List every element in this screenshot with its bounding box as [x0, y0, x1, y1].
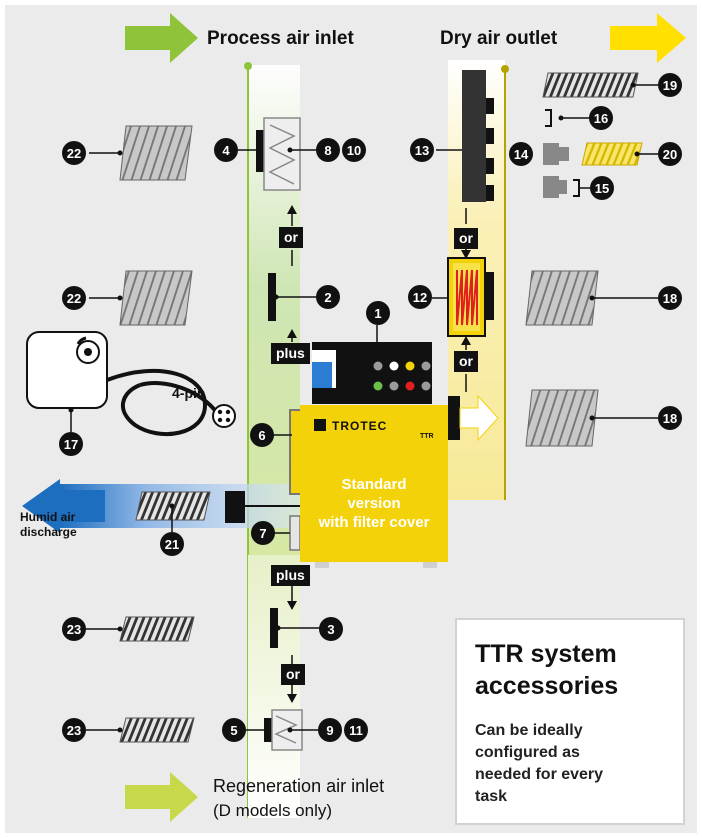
plus-label-1: plus	[271, 343, 310, 364]
badge-16: 16	[589, 106, 613, 130]
device-desc-line-2: version	[347, 495, 401, 512]
badge-23b: 23	[62, 718, 86, 742]
device-brand: TROTEC	[332, 419, 388, 433]
badge-15: 15	[590, 176, 614, 200]
hose-18a-icon	[525, 270, 599, 326]
badge-4: 4	[214, 138, 238, 162]
dry-air-dot	[501, 65, 509, 73]
or-label-4: or	[281, 664, 305, 685]
device-description: Standard version with filter cover	[300, 475, 448, 532]
adapter-14-icon	[543, 143, 569, 165]
badge-12: 12	[408, 285, 432, 309]
badge-20: 20	[658, 142, 682, 166]
badge-18a: 18	[658, 286, 682, 310]
badge-9: 9	[318, 718, 342, 742]
discharge-connector-icon	[225, 491, 245, 523]
adapter-15-icon	[543, 176, 567, 198]
badge-14: 14	[509, 142, 533, 166]
regen-air-inlet-title: Regeneration air inlet	[213, 776, 385, 796]
badge-1: 1	[366, 301, 390, 325]
badge-23a: 23	[62, 617, 86, 641]
badge-22b: 22	[62, 286, 86, 310]
four-pin-label: 4-pin	[172, 385, 206, 401]
callout-body-line-3: needed for every	[475, 766, 604, 783]
filter-7-icon	[289, 515, 301, 551]
badge-22a: 22	[62, 141, 86, 165]
callout-title: TTR system accessories	[475, 638, 675, 702]
clamp-16-icon	[545, 109, 552, 127]
badge-11: 11	[344, 718, 368, 742]
regen-arrow-icon	[125, 772, 198, 822]
process-air-dot	[244, 62, 252, 70]
cover-3-icon	[270, 608, 278, 648]
inlet-arrow-icon	[125, 13, 198, 63]
remote-controller-icon	[26, 331, 220, 437]
hose-23b-icon	[119, 717, 195, 743]
regen-note: (D models only)	[213, 801, 333, 820]
outlet-grill-icon	[462, 70, 486, 202]
badge-21: 21	[160, 532, 184, 556]
callout-body-line-1: Can be ideally	[475, 722, 583, 739]
humid-arrow-icon	[22, 479, 105, 533]
standard-device: TROTEC TTR Standard version with filter …	[300, 405, 448, 562]
badge-10: 10	[342, 138, 366, 162]
cover-2-icon	[268, 273, 276, 321]
device-outlet-arrow-icon	[459, 394, 499, 442]
device-desc-line-3: with filter cover	[318, 514, 430, 531]
badge-13: 13	[410, 138, 434, 162]
humid-discharge-label: Humid air discharge	[20, 510, 77, 540]
hose-22a-icon	[119, 125, 193, 181]
hose-20-icon	[581, 142, 643, 166]
badge-2: 2	[316, 285, 340, 309]
device-model: TTR	[420, 433, 434, 440]
callout-title-line-2: accessories	[475, 672, 619, 700]
badge-17: 17	[59, 432, 83, 456]
callout-body-line-2: configured as	[475, 744, 580, 761]
badge-19: 19	[658, 73, 682, 97]
clamp-15-icon	[573, 179, 580, 197]
or-label-1: or	[279, 227, 303, 248]
hose-23a-icon	[119, 616, 195, 642]
outlet-arrow-icon	[610, 13, 686, 63]
process-air-inlet-title: Process air inlet	[207, 28, 354, 49]
callout-title-line-1: TTR system	[475, 640, 617, 668]
humid-line-2: discharge	[20, 525, 77, 539]
plus-label-2: plus	[271, 565, 310, 586]
humid-line-1: Humid air	[20, 510, 76, 524]
callout-body: Can be ideally configured as needed for …	[475, 720, 670, 808]
or-label-3: or	[454, 351, 478, 372]
filter-cover-icon	[256, 130, 264, 172]
badge-3: 3	[319, 617, 343, 641]
dry-air-outlet-title: Dry air outlet	[440, 28, 558, 49]
controller-module-icon	[312, 342, 432, 404]
hose-22b-icon	[119, 270, 193, 326]
badge-7: 7	[251, 521, 275, 545]
badge-6: 6	[250, 423, 274, 447]
hose-19-icon	[542, 72, 639, 98]
badge-18b: 18	[658, 406, 682, 430]
hose-18b-icon	[525, 389, 599, 447]
badge-5: 5	[222, 718, 246, 742]
badge-8: 8	[316, 138, 340, 162]
callout-body-line-4: task	[475, 788, 508, 805]
accessories-callout: TTR system accessories Can be ideally co…	[455, 618, 685, 825]
device-desc-line-1: Standard	[341, 476, 407, 493]
trotec-logo-icon	[314, 419, 326, 431]
pin-connector-icon	[212, 404, 236, 428]
or-label-2: or	[454, 228, 478, 249]
